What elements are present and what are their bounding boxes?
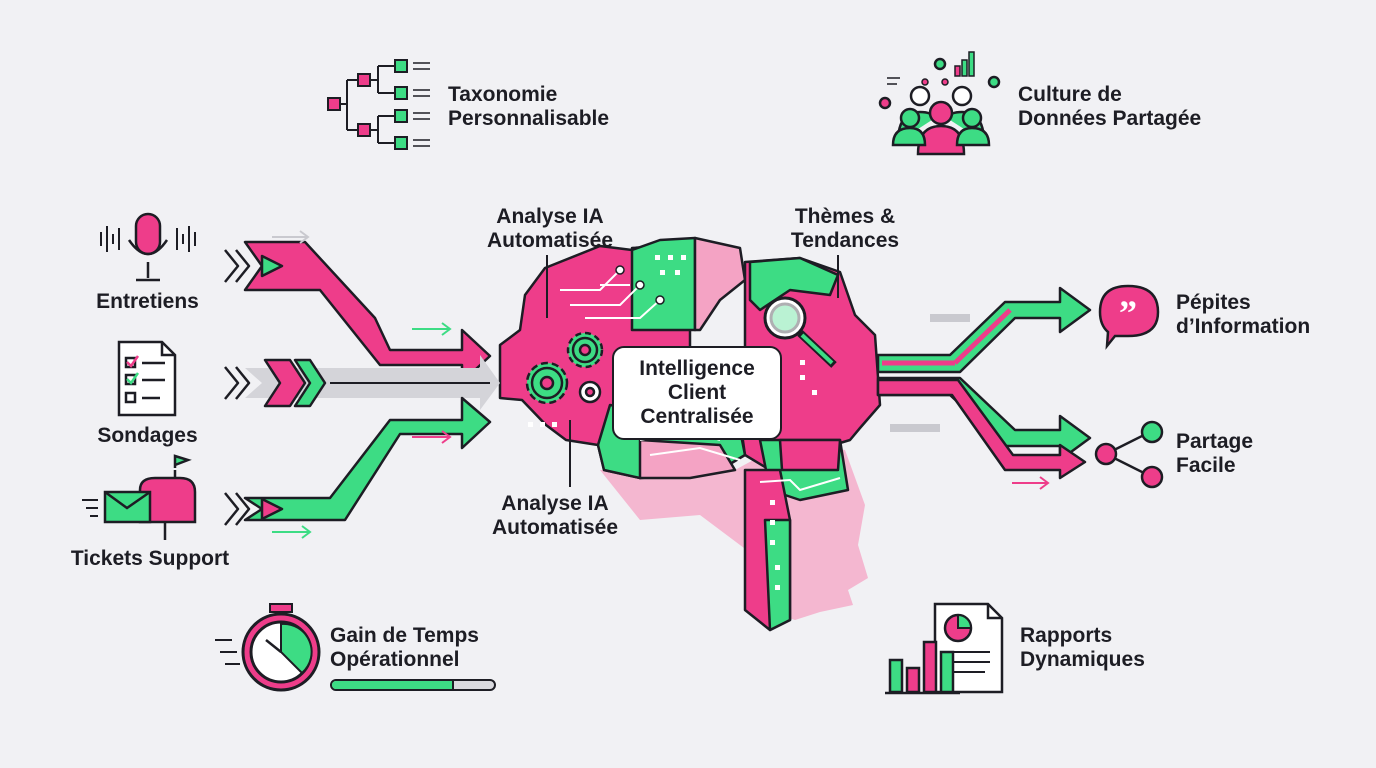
- input-label-support-tickets: Tickets Support: [70, 547, 230, 570]
- svg-text:”: ”: [1119, 293, 1137, 333]
- input-label-interviews: Entretiens: [96, 290, 199, 313]
- callout-themes-trends: Thèmes &Tendances: [790, 205, 900, 252]
- survey-checklist-icon: [117, 340, 177, 417]
- input-flows: [224, 240, 500, 526]
- share-nodes-icon: [1094, 420, 1164, 489]
- report-chart-icon: [885, 602, 1004, 695]
- progress-fill: [332, 681, 454, 689]
- microphone-icon: [100, 212, 196, 282]
- core-label-box: Intelligence Client Centralisée: [612, 346, 782, 440]
- time-saving-progress-bar: [330, 679, 496, 691]
- output-flows: [876, 286, 1092, 480]
- stopwatch-icon: [215, 603, 321, 692]
- magnifier-icon: [763, 296, 837, 368]
- input-label-surveys: Sondages: [97, 424, 198, 447]
- gears-icon: [525, 331, 604, 405]
- quote-bubble-icon: ”: [1098, 284, 1160, 350]
- callout-lines: [546, 255, 839, 487]
- mailbox-icon: [82, 454, 197, 540]
- taxonomy-tree-icon: [327, 59, 430, 150]
- team-data-icon: [878, 51, 1001, 156]
